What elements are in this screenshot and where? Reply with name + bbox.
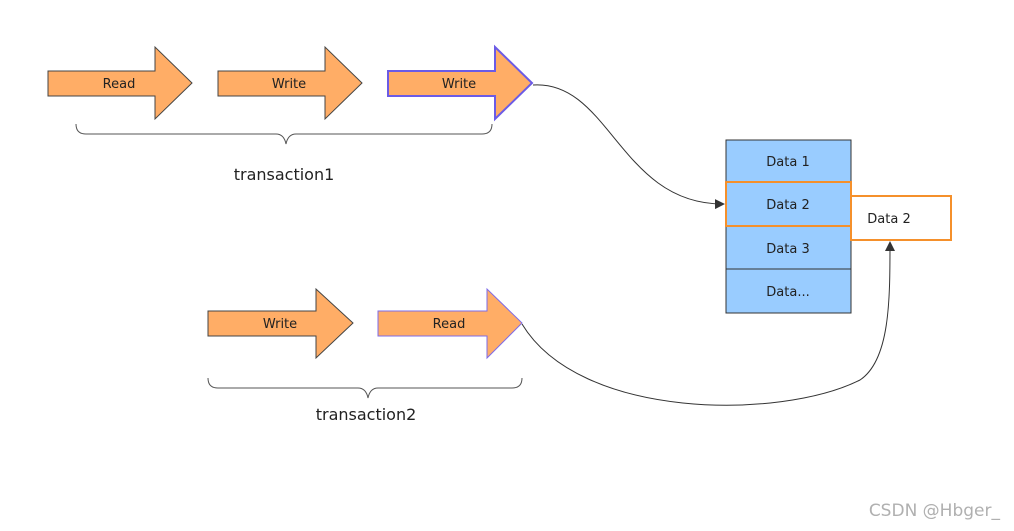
transaction2-brace bbox=[207, 377, 523, 399]
data-cell-label: Data 2 bbox=[766, 198, 809, 213]
step-label: Read bbox=[433, 317, 466, 332]
transaction2-step-write: Write bbox=[207, 287, 354, 360]
step-label: Write bbox=[272, 77, 306, 92]
transaction1-step-write: Write bbox=[217, 45, 363, 121]
watermark: CSDN @Hbger_ bbox=[868, 501, 1000, 521]
step-label: Write bbox=[263, 317, 297, 332]
data-cell-1 bbox=[725, 139, 852, 183]
write-connector-arrow bbox=[532, 84, 725, 210]
step-label: Write bbox=[442, 77, 476, 92]
transaction2-step-read-highlighted: Read bbox=[377, 287, 523, 360]
transaction1-brace bbox=[75, 123, 493, 145]
transaction1-label: transaction1 bbox=[234, 165, 335, 184]
transaction2-label: transaction2 bbox=[316, 405, 417, 424]
read-connector-arrow bbox=[521, 241, 895, 406]
data-cell-label: Data... bbox=[766, 285, 809, 300]
data-table: Data 1 Data 2 Data 3 Data... bbox=[725, 139, 852, 314]
data-cell-label: Data 3 bbox=[766, 242, 809, 257]
transaction1-step-read: Read bbox=[47, 45, 193, 121]
data-copy-box bbox=[850, 195, 952, 241]
data-cell-label: Data 1 bbox=[766, 155, 809, 170]
step-label: Read bbox=[103, 77, 136, 92]
data-cell-more bbox=[725, 268, 852, 314]
data-copy-label: Data 2 bbox=[867, 212, 910, 227]
data-cell-3 bbox=[725, 225, 852, 270]
transaction1-step-write-highlighted: Write bbox=[387, 44, 534, 122]
